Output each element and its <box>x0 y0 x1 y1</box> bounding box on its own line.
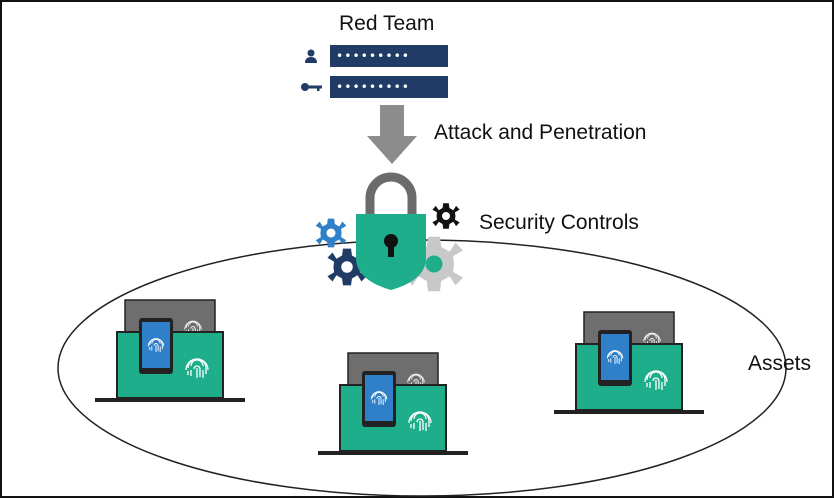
asset-device <box>318 353 468 455</box>
red-team-label: Red Team <box>339 12 435 35</box>
down-arrow-icon <box>367 105 417 164</box>
gear-icon <box>315 218 347 248</box>
user-icon <box>305 49 317 63</box>
gear-icon <box>432 203 460 229</box>
password-field: ••••••••• <box>330 76 448 98</box>
key-icon <box>301 83 322 91</box>
security-controls-label: Security Controls <box>479 211 639 234</box>
attack-label: Attack and Penetration <box>434 121 647 144</box>
asset-device <box>554 312 704 414</box>
gear-icon <box>327 248 367 286</box>
asset-device <box>95 300 245 402</box>
padlock-shield-icon <box>356 172 426 290</box>
assets-label: Assets <box>748 352 812 375</box>
username-field: ••••••••• <box>330 45 448 67</box>
gear-icon <box>405 236 463 292</box>
